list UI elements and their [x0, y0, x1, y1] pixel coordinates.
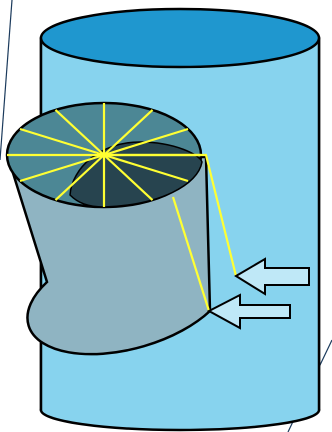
yellow-spoke-11	[103, 109, 154, 156]
lower-arrow	[206, 293, 291, 330]
small-cylinder-body	[6, 155, 212, 356]
yellow-spoke-6	[19, 153, 105, 183]
decorative-line-left	[0, 0, 13, 161]
yellow-spoke-8	[19, 127, 105, 157]
yellow-spoke-5	[54, 154, 105, 201]
yellow-upper-generator-line	[104, 153, 238, 277]
yellow-lower-generator-line	[171, 196, 211, 312]
yellow-spoke-9	[54, 109, 105, 156]
yellow-spoke-2	[103, 153, 189, 183]
yellow-spoke-3	[103, 154, 154, 201]
upper-arrow	[234, 257, 310, 296]
yellow-spoke-12	[103, 127, 189, 157]
large-cylinder-top	[39, 7, 321, 69]
